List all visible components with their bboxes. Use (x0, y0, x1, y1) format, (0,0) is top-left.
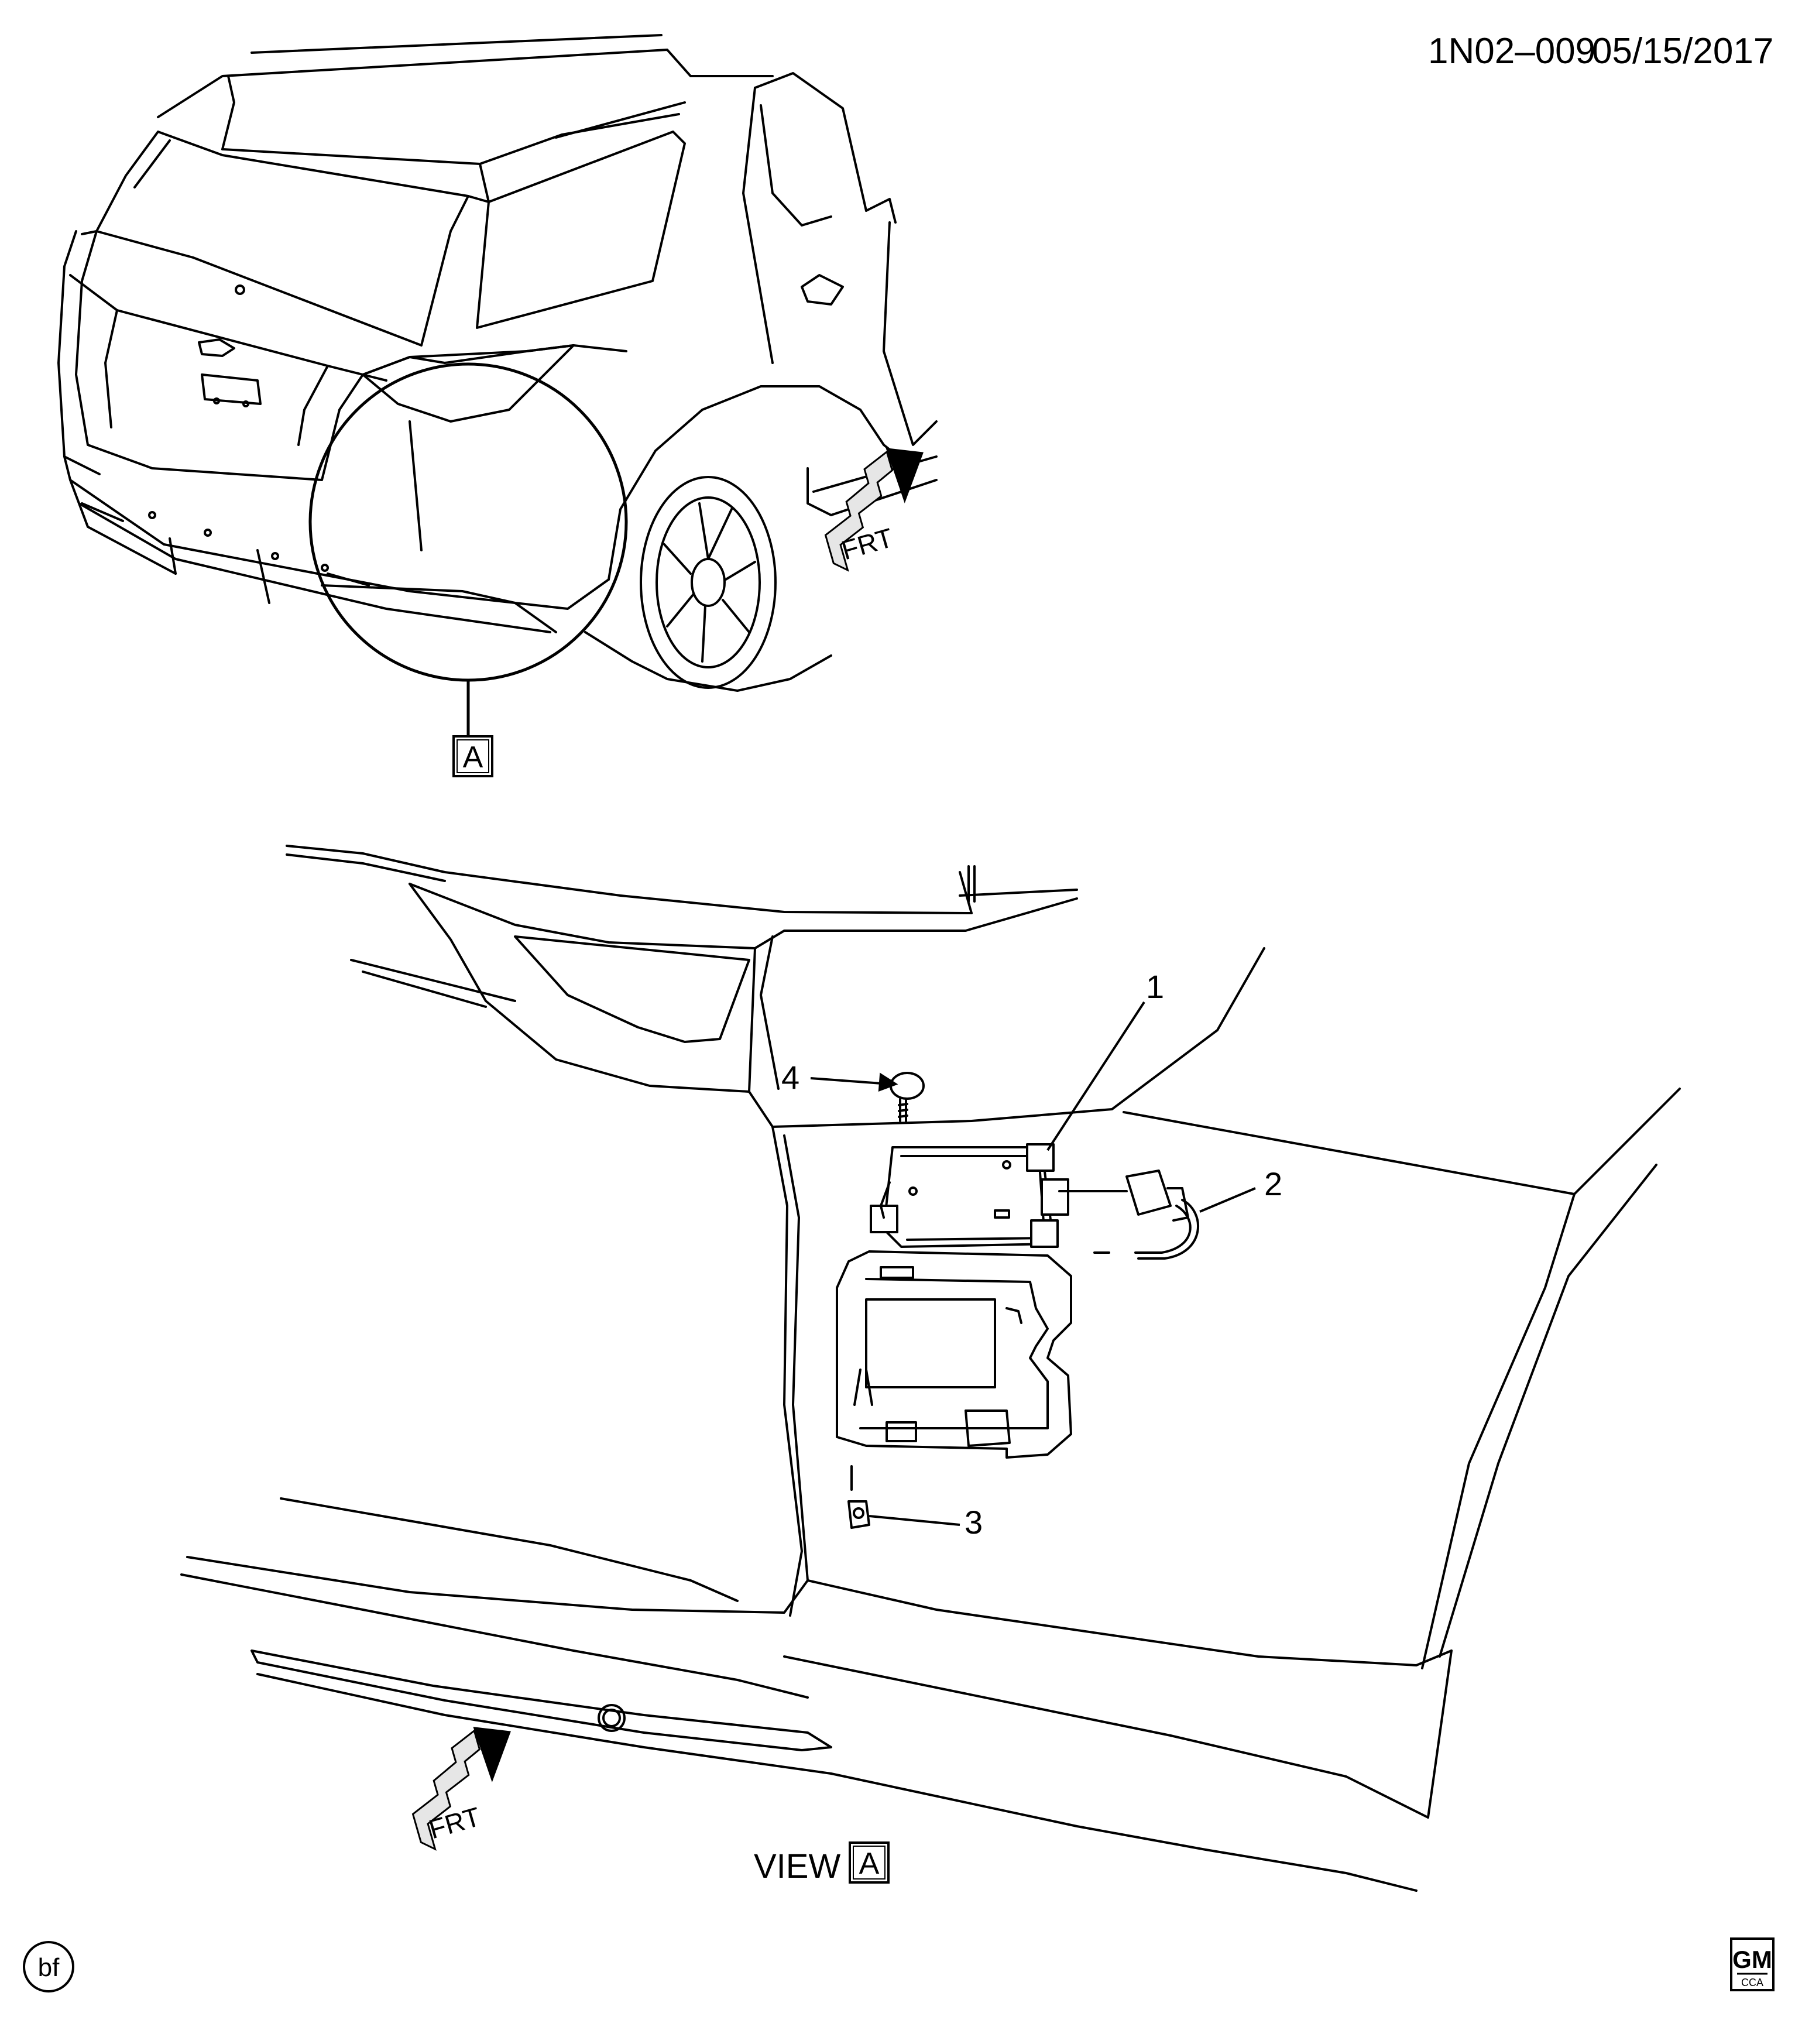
view-box-icon (452, 735, 493, 777)
logo-subtext: CCA (1741, 1977, 1763, 1988)
callout-numbers: 1 2 3 4 (781, 968, 1282, 1541)
callout-3: 3 (965, 1504, 983, 1541)
mounting-bracket (836, 1250, 1072, 1459)
frt-arrow-icon: FRT (411, 1727, 511, 1851)
callout-1: 1 (1146, 968, 1164, 1005)
view-caption-word: VIEW (754, 1847, 840, 1885)
callout-4: 4 (781, 1059, 799, 1096)
header: 1N02–009 05/15/2017 (1428, 31, 1773, 71)
view-marker-letter: A (463, 740, 483, 774)
detail-circle (308, 362, 628, 736)
gm-logo-icon: GM CCA (1730, 1937, 1775, 1991)
circle-badge-icon (23, 1941, 74, 1992)
diagram-date: 05/15/2017 (1592, 31, 1773, 71)
callout-leaders (810, 1001, 1256, 1526)
view-marker: A (452, 735, 493, 777)
vehicle-rear-illustration (57, 34, 938, 692)
callout-2: 2 (1264, 1165, 1282, 1202)
logo-text: GM (1732, 1946, 1772, 1973)
badge-text: bf (38, 1953, 60, 1982)
footer-badge: bf (23, 1941, 74, 1992)
bolt (890, 1072, 925, 1122)
diagram-code: 1N02–009 (1428, 31, 1595, 71)
connector (1058, 1170, 1200, 1260)
view-caption: VIEW A (754, 1841, 890, 1885)
radar-module (870, 1143, 1069, 1248)
nut (847, 1465, 870, 1529)
view-a-detail (180, 845, 1681, 1892)
view-box-icon (849, 1841, 890, 1884)
view-caption-letter: A (859, 1847, 880, 1881)
